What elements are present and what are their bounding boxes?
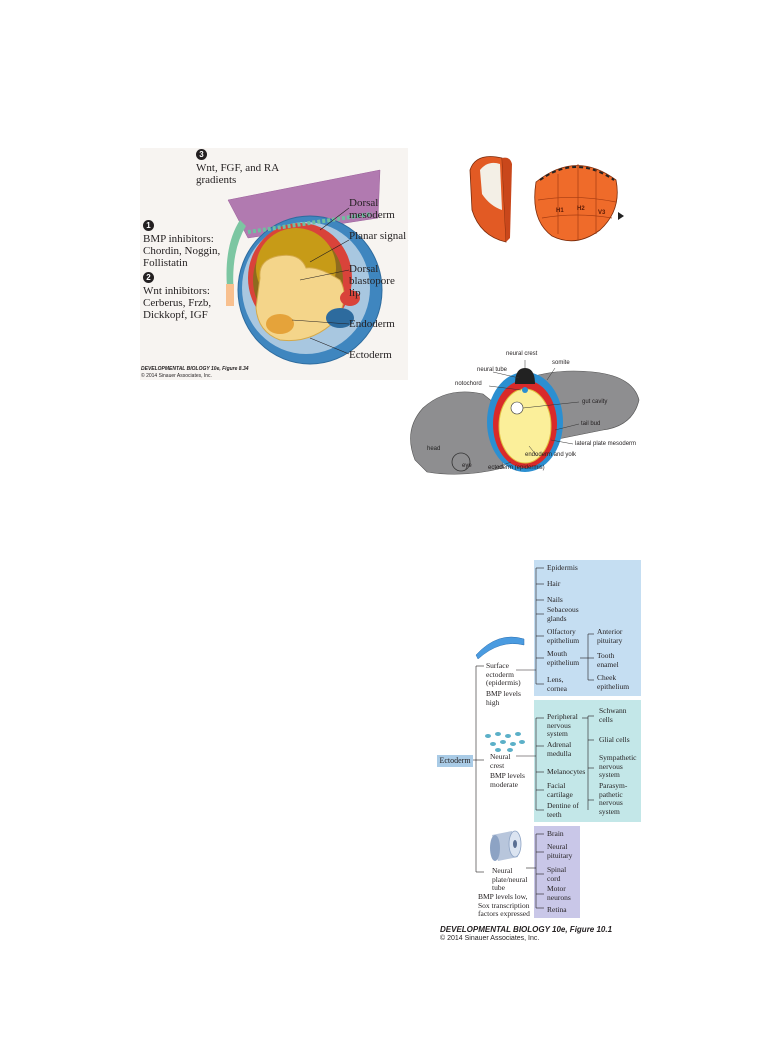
melanocytes-item: Melanocytes: [547, 767, 586, 776]
tooth-enamel-item: Tooth enamel: [597, 651, 619, 669]
bmp-inhibitor-band: [226, 220, 246, 298]
crest-bmp-label: BMP levels moderate: [490, 771, 525, 789]
brain-item: Brain: [547, 829, 564, 838]
neural-tube-label: neural tube: [477, 367, 508, 373]
sympathetic-nervous-system-item: Sympathetic nervous system: [599, 753, 637, 779]
parasympathetic-nervous-system-item: Parasym-pathetic nervous system: [599, 781, 628, 816]
tube-bmp-label: BMP levels low, Sox transcription factor…: [478, 892, 530, 918]
cross-section-illustration: [410, 360, 640, 475]
surface-ectoderm-panel: [534, 560, 641, 696]
epidermis-item: Epidermis: [547, 563, 578, 572]
endoderm-and-yolk-label: endoderm and yolk: [525, 452, 577, 458]
embryo-head-body: [410, 391, 504, 475]
neural-tube-shape: [515, 368, 535, 384]
neural-tube-panel: [534, 826, 580, 918]
cheek-epithelium-item: Cheek epithelium: [597, 673, 630, 691]
olfactory-epithelium-item: Olfactory epithelium: [547, 627, 580, 645]
tail-bud-label: tail bud: [581, 421, 601, 427]
model-label-v3: V3: [598, 210, 606, 216]
figure-10-credit-title: DEVELOPMENTAL BIOLOGY 10e, Figure 10.1: [440, 925, 613, 934]
motor-neurons-item: Motor neurons: [547, 884, 571, 902]
lens-cornea-item: Lens, cornea: [547, 675, 567, 693]
adrenal-medulla-item: Adrenal medulla: [547, 740, 572, 758]
retina-item: Retina: [547, 905, 567, 914]
dentine-of-teeth-item: Dentine of teeth: [547, 801, 579, 819]
peripheral-nervous-system-item: Peripheral nervous system: [547, 712, 578, 738]
embryo-model-illustration: [469, 156, 624, 243]
dorsal-mesoderm-label: Dorsal mesoderm: [349, 197, 395, 221]
lateral-plate-mesoderm-label: lateral plate mesoderm: [575, 441, 637, 447]
planar-signal-label: Planar signal: [349, 230, 407, 242]
glial-cells-item: Glial cells: [599, 735, 630, 744]
schwann-cells-item: Schwann cells: [599, 706, 627, 724]
head-label: head: [427, 446, 441, 452]
surface-bmp-label: BMP levels high: [486, 689, 521, 707]
neural-tube-label: Neural plate/neural tube: [492, 866, 528, 892]
eye-label: eye: [462, 463, 472, 469]
sebaceous-glands-item: Sebaceous glands: [547, 605, 579, 623]
neural-pituitary-item: Neural pituitary: [547, 842, 573, 860]
figure-10-credit-copyright: © 2014 Sinauer Associates, Inc.: [440, 935, 540, 942]
lineage-tree-lines: [470, 567, 594, 909]
neural-crest-cells-icon: [485, 732, 525, 752]
hair-item: Hair: [547, 579, 561, 588]
nails-item: Nails: [547, 595, 563, 604]
facial-cartilage-item: Facial cartilage: [547, 781, 573, 799]
anterior-pituitary-item: Anterior pituitary: [597, 627, 623, 645]
surface-ectoderm-label: Surface ectoderm (epidermis): [486, 661, 521, 687]
neural-crest-label: neural crest: [506, 351, 538, 357]
notochord-label: notochord: [455, 381, 482, 387]
somite-label: somite: [552, 360, 570, 366]
figure-1-credit-title: DEVELOPMENTAL BIOLOGY 10e, Figure 8.34: [141, 366, 249, 372]
ectoderm-root-box: Ectoderm: [437, 755, 473, 767]
ectoderm-epidermis-label: ectoderm (epidermis): [488, 465, 545, 471]
eye-circle: [451, 452, 471, 472]
neural-crest-label: Neural crest: [490, 752, 511, 770]
gut-cavity-circle: [510, 401, 524, 415]
neural-tube-cylinder-icon: [490, 830, 522, 861]
wnt-fgf-ra-label: Wnt, FGF, and RA gradients: [196, 162, 279, 186]
mouth-epithelium-item: Mouth epithelium: [547, 649, 580, 667]
marker-1: 1: [143, 220, 154, 231]
ectoderm-label: Ectoderm: [349, 349, 392, 361]
marker-2: 2: [143, 272, 154, 283]
dorsal-blastopore-lip-label: Dorsal blastopore lip: [349, 263, 395, 299]
neural-crest-panel: [534, 700, 641, 822]
surface-ectoderm-sheet-icon: [475, 636, 525, 659]
figure-1-leader-lines: [291, 207, 350, 355]
marker-3: 3: [196, 149, 207, 160]
model-label-h1: H1: [556, 208, 564, 214]
hemisphere-model: [534, 165, 618, 242]
endoderm-label: Endoderm: [349, 318, 395, 330]
gut-cavity-label: gut cavity: [582, 399, 608, 405]
wnt-inhibitors-label: Wnt inhibitors: Cerberus, Frzb, Dickkopf…: [143, 285, 212, 321]
figure-1-credit-copyright: © 2014 Sinauer Associates, Inc.: [141, 373, 212, 379]
wnt-inhibitor-band: [226, 284, 234, 306]
bmp-inhibitors-label: BMP inhibitors: Chordin, Noggin, Follist…: [143, 233, 221, 269]
model-label-h2: H2: [577, 206, 585, 212]
spinal-cord-item: Spinal cord: [547, 865, 567, 883]
